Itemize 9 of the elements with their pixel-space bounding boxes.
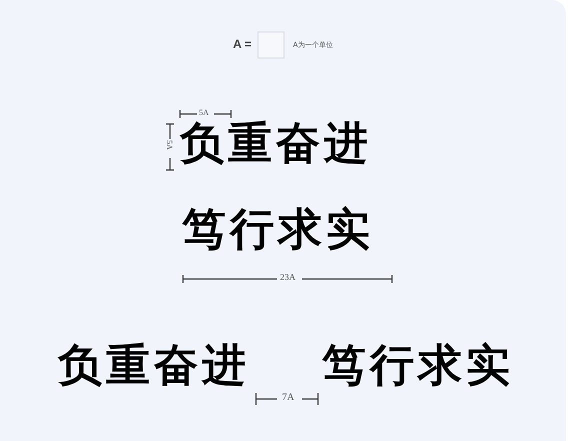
dimension-label: 23A [280,273,296,282]
dimension-label: 5A [164,140,173,150]
slogan-text: 负重奋进 [180,122,372,166]
slogan-text: 笃行求实 [182,208,374,252]
dimension-label: 7A [282,393,294,403]
slogan-text: 笃行求实 [322,344,514,388]
dimension-label: 5A [199,109,209,117]
slogan-text: 负重奋进 [58,344,250,388]
unit-formula: A = [233,38,252,50]
